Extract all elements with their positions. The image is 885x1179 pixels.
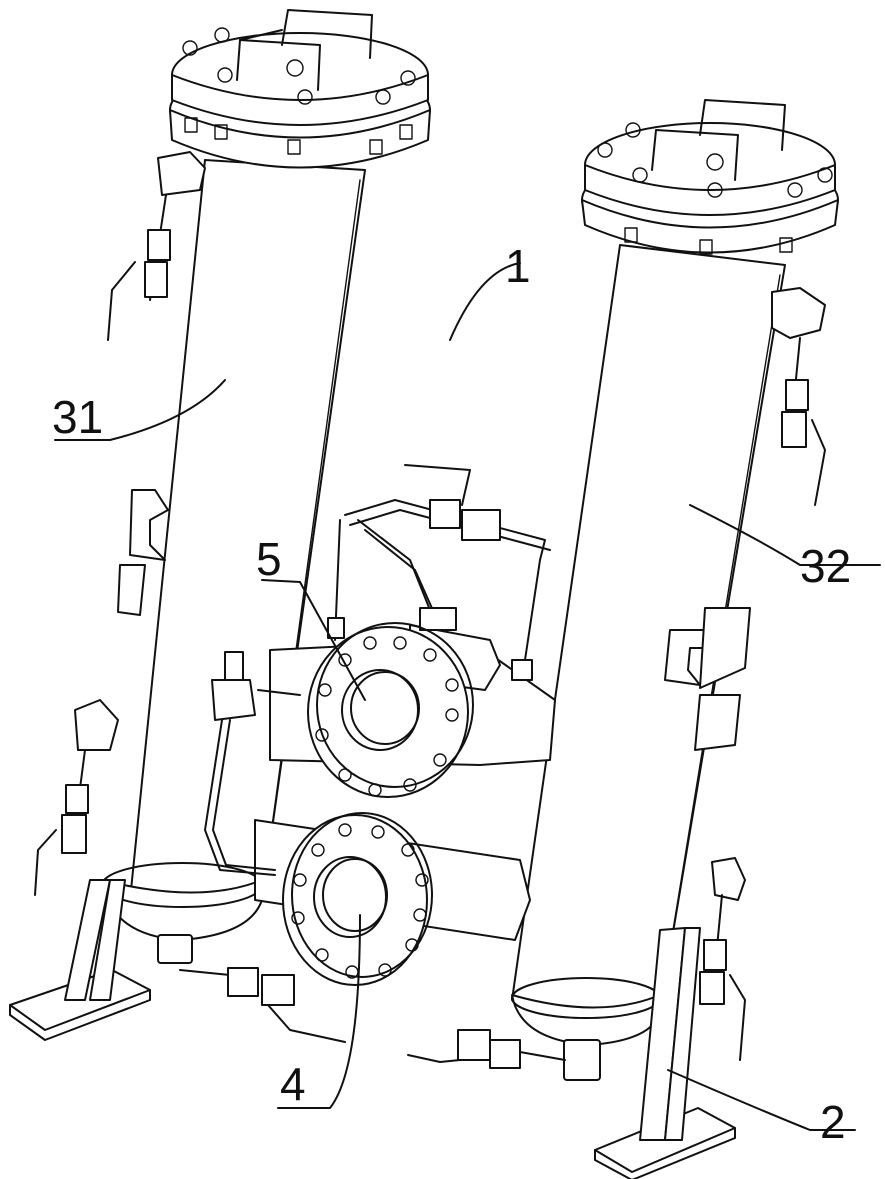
label-2: 2 [820, 1096, 846, 1148]
right-base-stand [594, 927, 736, 1179]
label-31: 31 [52, 391, 103, 443]
left-flange-bolts [182, 27, 416, 155]
label-5: 5 [256, 533, 282, 585]
leader-32 [689, 504, 881, 566]
right-drain-valve [407, 1029, 566, 1069]
lower-flange [282, 812, 433, 986]
left-drain-valve [179, 967, 346, 1043]
left-filter-housing [34, 9, 431, 964]
leader-1 [449, 262, 521, 341]
right-flange-bolts [597, 122, 833, 255]
leader-31 [54, 379, 226, 441]
left-base-stand [9, 879, 151, 1041]
leader-2 [667, 1069, 856, 1131]
label-4: 4 [280, 1058, 306, 1110]
leader-4 [277, 914, 361, 1109]
label-1: 1 [505, 240, 531, 292]
leader-5 [261, 579, 366, 701]
label-32: 32 [800, 540, 851, 592]
right-filter-housing [511, 99, 839, 1081]
callouts: 1 31 32 5 4 2 [52, 240, 881, 1148]
